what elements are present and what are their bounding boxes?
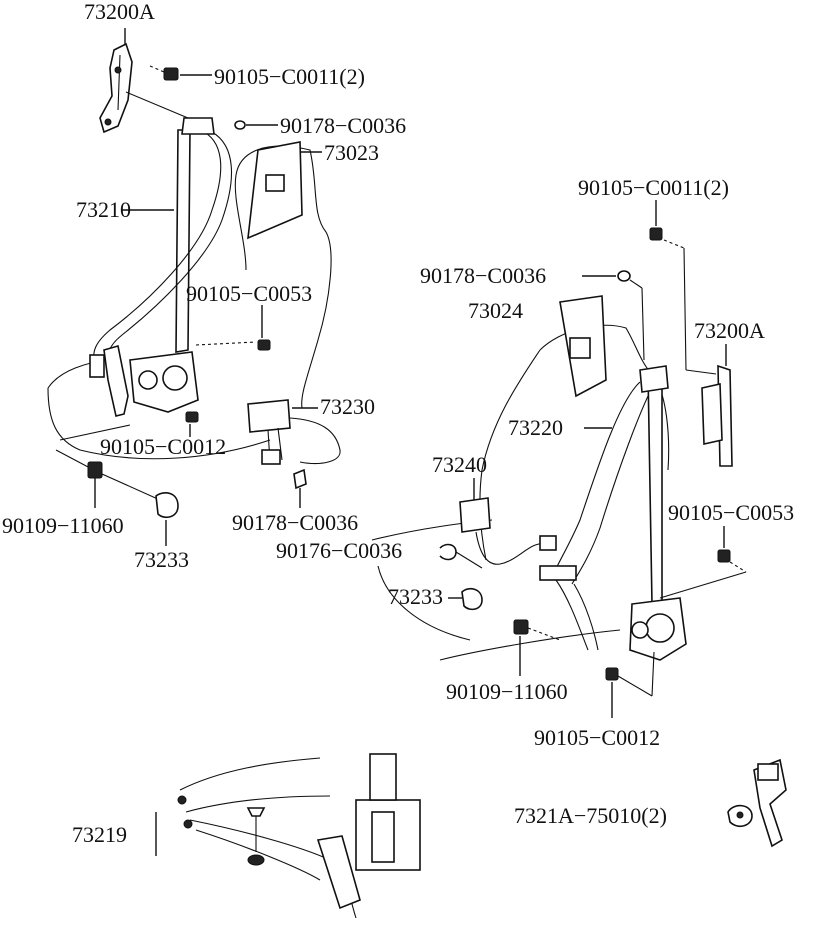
left-labels: 73200A 90105−C0011(2) 90178−C0036 73023 … (2, 0, 406, 572)
label-left-73230: 73230 (320, 394, 375, 419)
left-cover-low-icon (293, 468, 307, 508)
left-buckle (247, 399, 341, 465)
label-right-73220: 73220 (508, 415, 563, 440)
label-left-90178-c0036-low: 90178−C0036 (232, 510, 358, 535)
left-anchor-cover-icon (155, 492, 179, 546)
child-anchor-assembly (727, 758, 787, 848)
right-labels: 90105−C0011(2) 90178−C0036 73024 73200A … (276, 175, 794, 750)
left-retractor (89, 344, 199, 417)
right-buckle (459, 478, 557, 565)
label-73219: 73219 (72, 822, 127, 847)
label-right-90178-c0036: 90178−C0036 (420, 263, 546, 288)
right-anchor-bolt-icon (513, 619, 561, 676)
label-right-73233: 73233 (388, 584, 443, 609)
label-right-73240: 73240 (432, 452, 487, 477)
label-left-73233: 73233 (134, 547, 189, 572)
label-left-90105-c0011: 90105−C0011(2) (214, 64, 365, 89)
label-right-90109-11060: 90109−11060 (446, 679, 568, 704)
rear-belt-assembly (155, 753, 421, 919)
label-right-90105-c0053: 90105−C0053 (668, 500, 794, 525)
label-left-73210: 73210 (76, 197, 131, 222)
left-bolt-mid-icon (195, 305, 271, 351)
left-belt-guide (247, 141, 322, 240)
right-clip-icon (439, 543, 483, 569)
right-anchor-cover-icon (448, 587, 483, 611)
label-left-90109-11060: 90109−11060 (2, 513, 124, 538)
right-cover-top-icon (582, 270, 645, 361)
right-seat-assembly (371, 200, 747, 718)
left-bolt-low-icon (185, 411, 199, 437)
label-left-90178-c0036-top: 90178−C0036 (280, 113, 406, 138)
label-left-73023: 73023 (324, 140, 379, 165)
label-left-90105-c0012: 90105−C0012 (100, 434, 226, 459)
left-retractor-bracket (99, 28, 133, 134)
label-right-90176-c0036: 90176−C0036 (276, 538, 402, 563)
right-bolt-top-icon (649, 200, 717, 375)
label-7321a-75010: 7321A−75010(2) (514, 803, 667, 828)
label-right-73024: 73024 (468, 298, 523, 323)
label-right-90105-c0012: 90105−C0012 (534, 725, 660, 750)
right-belt-guide (559, 295, 607, 398)
left-bolt-top-icon (149, 65, 212, 81)
left-cover-top-icon (125, 91, 278, 130)
left-seat-assembly (47, 28, 341, 546)
label-left-90105-c0053: 90105−C0053 (186, 281, 312, 306)
label-right-73200a: 73200A (694, 318, 765, 343)
right-bolt-mid-icon (659, 526, 747, 599)
label-left-73200a: 73200A (84, 0, 155, 24)
bottom-labels: 73219 7321A−75010(2) (72, 803, 667, 847)
right-retractor (629, 597, 687, 661)
label-right-90105-c0011: 90105−C0011(2) (578, 175, 729, 200)
right-bolt-low-icon (605, 651, 655, 718)
left-anchor-bolt-icon (55, 449, 161, 508)
left-seat-belt (93, 117, 233, 373)
right-retractor-bracket (701, 344, 733, 467)
